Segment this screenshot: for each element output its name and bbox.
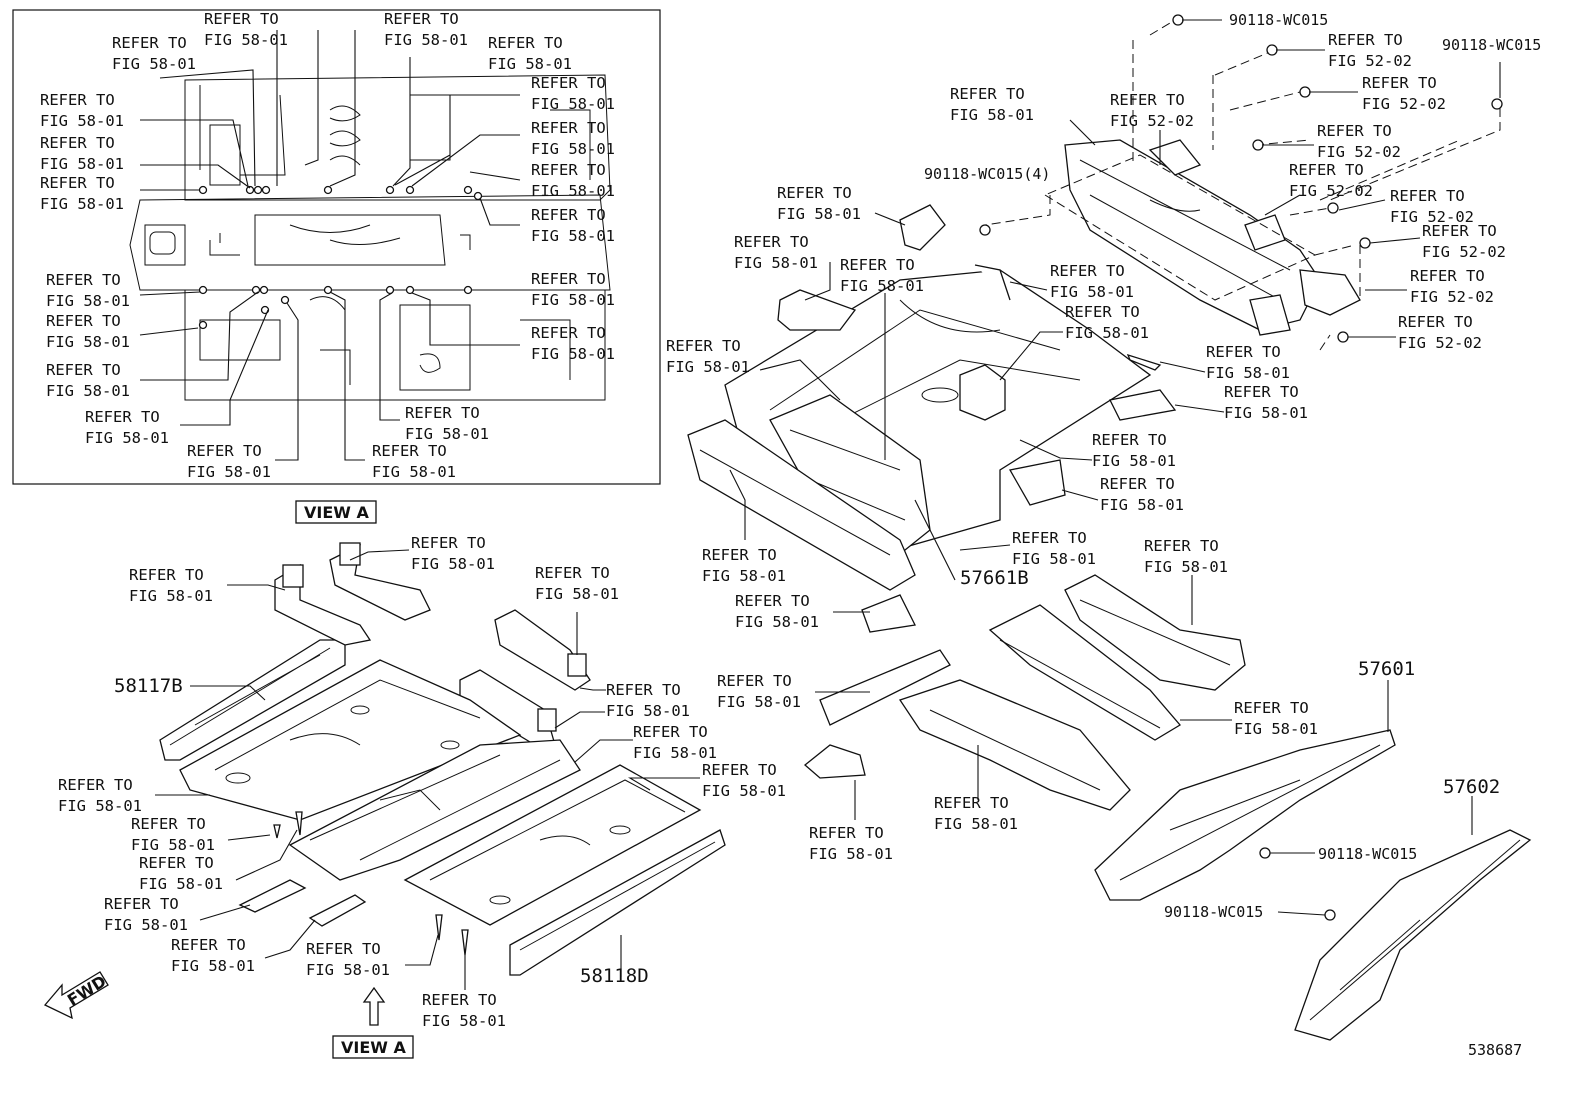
center-floor-assembly [687,204,1177,633]
top-right-crossmember [979,14,1503,351]
top-right-leaders [1069,19,1501,338]
lower-left-leaders [155,549,700,990]
bolt-part-number: 90118-WC015 [1229,11,1328,29]
inset-leader-lines [139,30,521,461]
part-number-57661b: 57661B [960,567,1029,589]
lower-right-leaders [815,575,1473,916]
fwd-arrow-icon: FWD [43,971,110,1020]
view-a-text: VIEW A [341,1038,406,1057]
bolt-part-number: 90118-WC015 [1442,36,1541,54]
bolt-part-number: 90118-WC015 [1164,903,1263,921]
inset-frame [12,9,661,485]
part-number-57601: 57601 [1358,658,1415,680]
view-a-label-top: VIEW A [295,500,377,524]
lower-left-assembly [159,542,726,976]
drawing-number: 538687 [1468,1041,1522,1059]
part-number-57602: 57602 [1443,776,1500,798]
bolt-part-number: 90118-WC015(4) [924,165,1050,183]
view-a-arrow: VIEW A [332,986,414,1059]
view-a-text: VIEW A [304,503,369,522]
center-leaders [729,212,1225,613]
bolt-part-number: 90118-WC015 [1318,845,1417,863]
fwd-text: FWD [64,971,110,1009]
lower-right-members [803,574,1532,1041]
part-number-58117b: 58117B [114,675,183,697]
part-number-58118d: 58118D [580,965,649,987]
inset-hole-markers [198,185,483,330]
